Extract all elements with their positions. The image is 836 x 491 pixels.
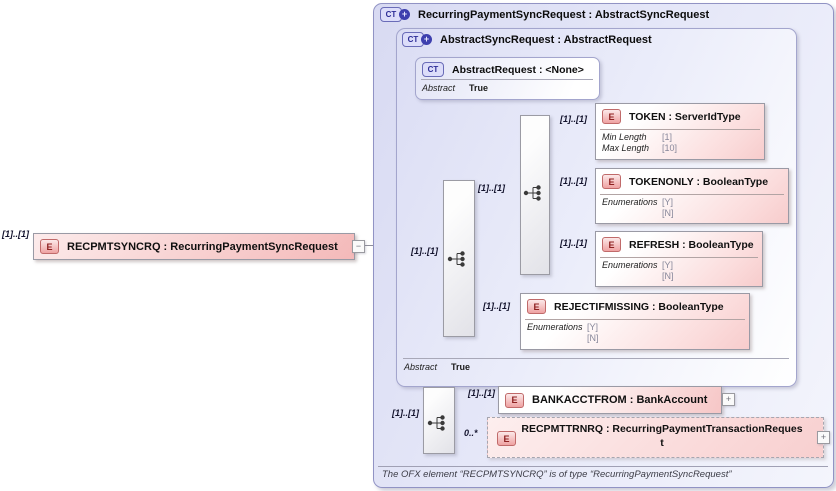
element-box-recpmtsyncrq[interactable]: E RECPMTSYNCRQ : RecurringPaymentSyncReq… (33, 233, 355, 260)
element-name: REJECTIFMISSING : BooleanType (554, 300, 724, 313)
element-name: RECPMTSYNCRQ : RecurringPaymentSyncReque… (67, 240, 338, 253)
abstractrequest-divider (421, 79, 593, 80)
cardinality-bankacctfrom: [1]..[1] (468, 388, 495, 398)
element-icon: E (602, 109, 621, 124)
element-name: TOKENONLY : BooleanType (629, 175, 769, 188)
element-box-tokenonly[interactable]: E TOKENONLY : BooleanType Enumerations [… (595, 168, 789, 224)
cardinality-inner-sequence: [1]..[1] (478, 183, 505, 193)
element-icon: E (40, 239, 59, 254)
box-divider (600, 129, 760, 130)
element-name: TOKEN : ServerIdType (629, 110, 741, 123)
abstract-label: Abstract (422, 83, 456, 93)
caption-divider (378, 466, 828, 467)
type-box-abstractrequest[interactable]: CT AbstractRequest : <None> Abstract Tru… (415, 57, 600, 100)
box-divider (600, 194, 784, 195)
cardinality-token: [1]..[1] (560, 114, 587, 124)
complex-type-plus-icon: CT + (380, 7, 410, 22)
facet-value: [N] (587, 333, 599, 343)
cardinality-root: [1]..[1] (2, 229, 29, 239)
sequence-compositor-bottom[interactable] (423, 387, 455, 454)
facet-label: Enumerations (602, 260, 658, 270)
element-box-bankacctfrom[interactable]: E BANKACCTFROM : BankAccount (498, 386, 722, 414)
element-box-token[interactable]: E TOKEN : ServerIdType Min Length [1] Ma… (595, 103, 765, 160)
element-header: E TOKEN : ServerIdType (602, 104, 741, 129)
element-header: E BANKACCTFROM : BankAccount (505, 387, 707, 413)
abstractrequest-header: CT AbstractRequest : <None> (422, 62, 584, 77)
facet-value: [Y] (662, 260, 674, 270)
box-divider (525, 319, 745, 320)
facet-label: Enumerations (602, 197, 658, 207)
complex-type-plus-icon: CT + (402, 32, 432, 47)
complex-type-icon: CT (422, 62, 444, 77)
collapse-toggle[interactable]: − (352, 240, 365, 253)
abstractsync-title: AbstractSyncRequest : AbstractRequest (440, 33, 652, 46)
sequence-icon (427, 415, 445, 431)
element-header: E RECPMTSYNCRQ : RecurringPaymentSyncReq… (40, 234, 338, 259)
expand-toggle[interactable]: + (817, 431, 830, 444)
cardinality-bottom-sequence: [1]..[1] (392, 408, 419, 418)
element-box-rejectifmissing[interactable]: E REJECTIFMISSING : BooleanType Enumerat… (520, 293, 750, 350)
element-box-refresh[interactable]: E REFRESH : BooleanType Enumerations [Y]… (595, 231, 763, 287)
element-name: BANKACCTFROM : BankAccount (532, 394, 708, 406)
abstract-value: True (469, 83, 489, 93)
type-panel-title: RecurringPaymentSyncRequest : AbstractSy… (418, 8, 710, 21)
facet-label: Min Length (602, 132, 647, 142)
element-header: E REJECTIFMISSING : BooleanType (527, 294, 724, 319)
facet-value: [1] (662, 132, 673, 142)
element-icon: E (497, 431, 516, 446)
cardinality-refresh: [1]..[1] (560, 238, 587, 248)
abstractrequest-abstract-row: Abstract True (422, 83, 488, 93)
expand-toggle[interactable]: + (722, 393, 735, 406)
element-icon: E (527, 299, 546, 314)
type-panel-header: CT + RecurringPaymentSyncRequest : Abstr… (380, 7, 709, 22)
facet-label: Max Length (602, 143, 650, 153)
facet-value: [Y] (587, 322, 599, 332)
sequence-icon (447, 251, 465, 267)
element-icon: E (505, 392, 524, 408)
facet-value: [N] (662, 208, 674, 218)
connector-root-to-panel (364, 245, 378, 246)
box-divider (600, 257, 758, 258)
abstractsync-abstract-row: Abstract True (404, 362, 470, 372)
cardinality-outer-sequence: [1]..[1] (411, 246, 438, 256)
element-header: E REFRESH : BooleanType (602, 232, 754, 257)
facet-value: [N] (662, 271, 674, 281)
abstractsync-footer-divider (403, 358, 789, 359)
facet-value: [Y] (662, 197, 674, 207)
facet-label: Enumerations (527, 322, 583, 332)
abstract-value: True (451, 362, 471, 372)
sequence-icon (523, 185, 541, 201)
abstract-label: Abstract (404, 362, 438, 372)
abstractsync-header: CT + AbstractSyncRequest : AbstractReque… (402, 32, 652, 47)
sequence-compositor-inner[interactable] (520, 115, 550, 275)
type-caption: The OFX element “RECPMTSYNCRQ” is of typ… (382, 469, 732, 480)
element-header: E TOKENONLY : BooleanType (602, 169, 768, 194)
element-name: RECPMTTRNRQ : RecurringPaymentTransactio… (521, 423, 803, 449)
cardinality-rejectifmissing: [1]..[1] (483, 301, 510, 311)
element-icon: E (602, 174, 621, 189)
facet-value: [10] (662, 143, 678, 153)
cardinality-recpmttrnrq: 0..* (464, 428, 478, 438)
cardinality-tokenonly: [1]..[1] (560, 176, 587, 186)
element-icon: E (602, 237, 621, 252)
abstractrequest-title: AbstractRequest : <None> (452, 63, 584, 76)
element-name: REFRESH : BooleanType (629, 238, 754, 251)
element-box-recpmttrnrq[interactable]: E RECPMTTRNRQ : RecurringPaymentTransact… (487, 417, 824, 458)
